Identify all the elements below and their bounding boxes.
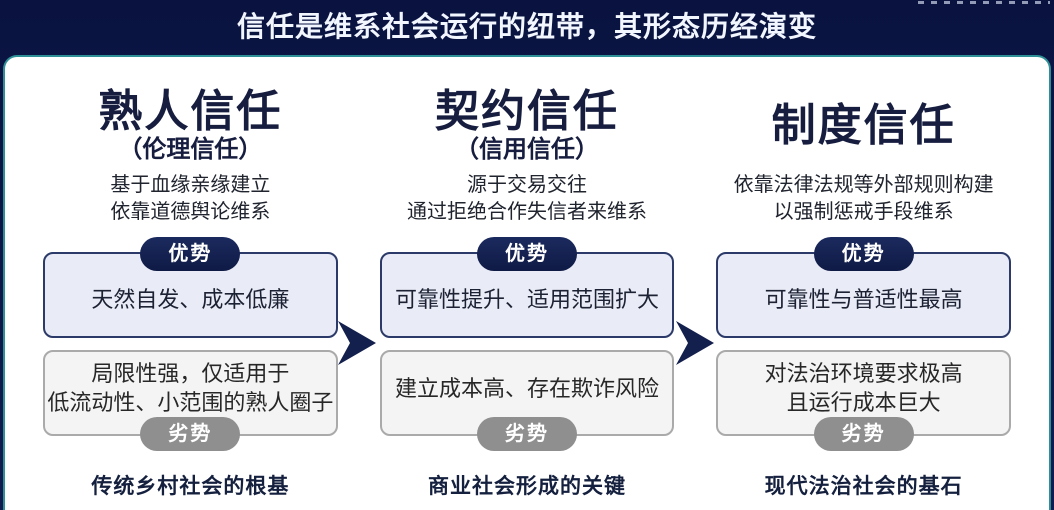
page-title: 信任是维系社会运行的纽带，其形态历经演变 [236, 11, 817, 42]
trust-column-contract: 契约信任 （信用信任） 源于交易交往 通过拒绝合作失信者来维系 优势 可靠性提升… [379, 87, 675, 500]
advantage-badge: 优势 [477, 237, 577, 271]
disadvantage-box: 建立成本高、存在欺诈风险 劣势 [379, 350, 675, 451]
advantage-text: 天然自发、成本低廉 [91, 286, 290, 312]
column-subtitle: （伦理信任） [118, 136, 263, 163]
header-band: 信任是维系社会运行的纽带，其形态历经演变 [0, 0, 1054, 56]
column-description: 源于交易交往 通过拒绝合作失信者来维系 [407, 174, 647, 223]
advantage-text: 可靠性提升、适用范围扩大 [395, 286, 660, 312]
column-description: 基于血缘亲缘建立 依靠道德舆论维系 [110, 174, 271, 223]
disadvantage-text: 建立成本高、存在欺诈风险 [395, 375, 660, 401]
advantage-text: 可靠性与普适性最高 [764, 286, 963, 312]
advantage-badge: 优势 [813, 237, 914, 271]
disadvantage-text: 对法治环境要求极高 且运行成本巨大 [764, 361, 963, 415]
advantage-badge: 优势 [140, 237, 241, 271]
disadvantage-badge: 劣势 [477, 417, 577, 451]
column-title: 契约信任 [435, 87, 619, 136]
evolution-arrow-icon [676, 321, 714, 365]
disadvantage-badge: 劣势 [140, 417, 241, 451]
columns-row: 熟人信任 （伦理信任） 基于血缘亲缘建立 依靠道德舆论维系 优势 天然自发、成本… [5, 57, 1049, 500]
evolution-arrow-icon [338, 321, 376, 365]
disadvantage-badge: 劣势 [813, 417, 914, 451]
column-caption: 商业社会形成的关键 [428, 475, 626, 498]
disadvantage-text: 局限性强，仅适用于 低流动性、小范围的熟人圈子 [47, 361, 334, 415]
advantage-box: 优势 可靠性提升、适用范围扩大 [379, 237, 675, 338]
column-title: 熟人信任 [98, 87, 283, 136]
trust-column-acquaintance: 熟人信任 （伦理信任） 基于血缘亲缘建立 依靠道德舆论维系 优势 天然自发、成本… [43, 87, 338, 500]
column-caption: 现代法治社会的基石 [764, 475, 963, 498]
advantage-box: 优势 天然自发、成本低廉 [43, 237, 338, 338]
column-subtitle: （信用信任） [455, 136, 599, 163]
column-title: 制度信任 [771, 101, 956, 150]
column-header: 契约信任 （信用信任） [380, 87, 675, 165]
column-caption: 传统乡村社会的根基 [91, 475, 290, 498]
column-header: 制度信任 [716, 87, 1011, 165]
decorative-dashes [918, 1, 1050, 4]
column-description: 依靠法律法规等外部规则构建 以强制惩戒手段维系 [733, 174, 994, 223]
content-card: 熟人信任 （伦理信任） 基于血缘亲缘建立 依靠道德舆论维系 优势 天然自发、成本… [3, 55, 1051, 510]
disadvantage-box: 局限性强，仅适用于 低流动性、小范围的熟人圈子 劣势 [43, 350, 338, 451]
column-header: 熟人信任 （伦理信任） [43, 87, 338, 165]
trust-column-institution: 制度信任 依靠法律法规等外部规则构建 以强制惩戒手段维系 优势 可靠性与普适性最… [716, 87, 1012, 500]
advantage-box: 优势 可靠性与普适性最高 [716, 237, 1012, 338]
disadvantage-box: 对法治环境要求极高 且运行成本巨大 劣势 [716, 350, 1012, 451]
